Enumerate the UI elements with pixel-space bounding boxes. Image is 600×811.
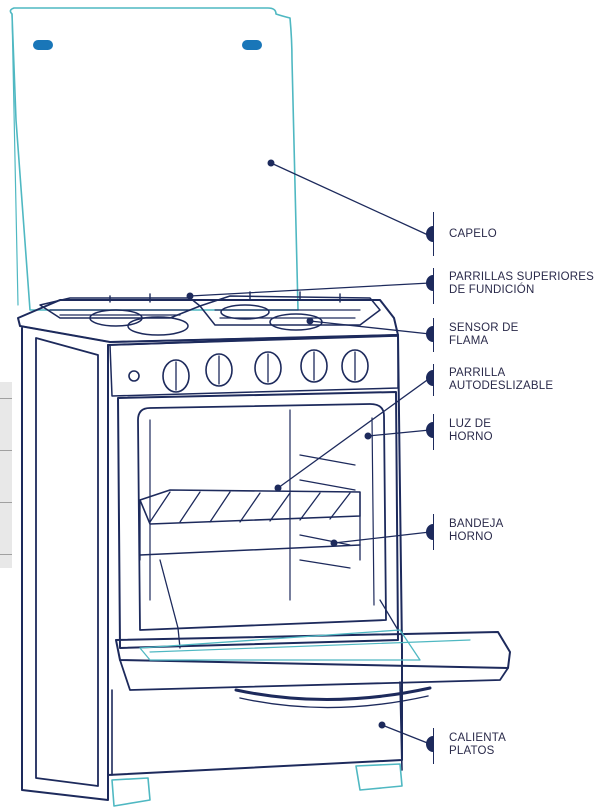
- strip-tick: [0, 398, 12, 399]
- label-line: PLATOS: [449, 745, 495, 757]
- leader-dots: [186, 159, 386, 729]
- label-line: AUTODESLIZABLE: [449, 380, 554, 392]
- label-line: DE FUNDICIÓN: [449, 284, 535, 296]
- label-line: BANDEJA: [449, 518, 504, 530]
- label-bandeja-horno: BANDEJA HORNO: [449, 518, 503, 544]
- label-line: LUZ DE: [449, 418, 492, 430]
- label-line: PARRILLA: [449, 367, 506, 379]
- label-line: CAPELO: [449, 228, 497, 240]
- label-guide: [433, 268, 434, 304]
- label-guide: [433, 364, 434, 396]
- label-guide: [433, 728, 434, 764]
- label-luz-de-horno: LUZ DE HORNO: [449, 418, 493, 444]
- label-parrilla-autodeslizable: PARRILLA AUTODESLIZABLE: [449, 367, 553, 393]
- strip-tick: [0, 502, 12, 503]
- label-sensor-de-flama: SENSOR DE FLAMA: [449, 322, 519, 348]
- label-guide: [433, 212, 434, 256]
- label-tabs: [426, 226, 433, 752]
- label-line: HORNO: [449, 431, 493, 443]
- side-scroll-strip: [0, 382, 12, 568]
- strip-tick: [0, 450, 12, 451]
- label-line: CALIENTA: [449, 732, 506, 744]
- lid-outline: [9, 7, 299, 311]
- label-guide: [433, 318, 434, 352]
- label-line: FLAMA: [449, 335, 489, 347]
- label-parrillas-superiores: PARRILLAS SUPERIORES DE FUNDICIÓN: [449, 271, 594, 297]
- label-guide: [433, 514, 434, 550]
- lid-handle-icons: [33, 40, 262, 50]
- strip-tick: [0, 554, 12, 555]
- label-line: SENSOR DE: [449, 322, 519, 334]
- label-guide: [433, 414, 434, 450]
- label-line: PARRILLAS SUPERIORES: [449, 271, 595, 283]
- label-capelo: CAPELO: [449, 228, 497, 241]
- label-calienta-platos: CALIENTA PLATOS: [449, 732, 506, 758]
- label-line: HORNO: [449, 531, 493, 543]
